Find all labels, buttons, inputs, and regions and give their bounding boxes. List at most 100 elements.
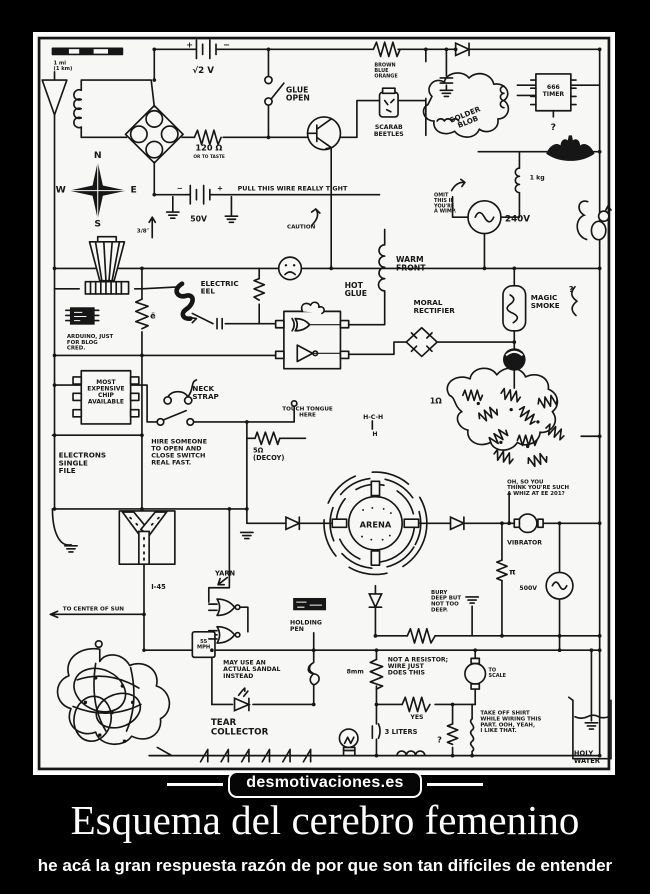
- inductor-icon: [436, 118, 460, 122]
- rectifier-icon: [405, 326, 438, 358]
- resistor-icon: [134, 298, 149, 330]
- arduino-icon: [65, 307, 100, 325]
- warm-front-icon: [377, 244, 386, 292]
- eel-icon: [174, 281, 198, 324]
- ribbon-line-left: [167, 782, 224, 786]
- diagram-label-center-sun: TO CENTER OF SUN: [63, 606, 125, 612]
- diagram-label-compass-e: E: [131, 185, 137, 196]
- resistor-icon: [495, 559, 508, 582]
- capacitor-icon: [216, 77, 454, 740]
- solder-blob-icon: [422, 72, 510, 138]
- diagram-label-compass-w: W: [56, 185, 66, 196]
- inductor-icon: [396, 750, 426, 757]
- resistor-icon: [193, 129, 222, 146]
- inductor-icon: [499, 85, 505, 109]
- junction-dots: [52, 47, 602, 758]
- resistor-mesh-icon: [446, 367, 565, 468]
- twisted-wire-icon: [469, 717, 475, 753]
- diagram-label-vibrator: VIBRATOR: [507, 540, 542, 547]
- switch-icon: [264, 75, 285, 106]
- diagram-label-r1: 1Ω: [430, 397, 442, 406]
- resistor-icon: [369, 658, 384, 690]
- arena-icon: [323, 471, 428, 576]
- inductor-icon: [73, 88, 83, 129]
- diagram-label-kg1: 1 kg: [530, 174, 545, 181]
- diagram-label-compass-s: S: [94, 218, 101, 229]
- compass-rose-icon: [68, 161, 127, 220]
- magic-smoke-icon: [502, 284, 527, 332]
- diagram-label-scale: 1 mi(1 km): [53, 61, 72, 73]
- resistor-icon: [372, 41, 401, 58]
- gate-chip-icon: [274, 301, 350, 370]
- diode-icon: [285, 41, 471, 610]
- scale-bar: [51, 47, 124, 56]
- ac-source-icon: [467, 200, 502, 235]
- knot-icon: [307, 661, 320, 686]
- diagram-label-compass-n: N: [94, 150, 102, 161]
- diagram-label-solder-blob: SOLDERBLOB: [448, 104, 485, 132]
- poster-title: Esquema del cerebro femenino: [70, 797, 580, 843]
- diagram-label-plus-50v: +: [217, 184, 223, 193]
- highway-interchange-icon: [118, 510, 176, 566]
- diagram-label-minus-50v: −: [177, 184, 183, 193]
- diagram-label-spacing: 3/8″: [137, 229, 150, 235]
- diode-row-icon: [199, 748, 312, 763]
- diagram-label-r120-sub: OR TO TASTE: [193, 154, 225, 160]
- neck-strap-icon: [163, 379, 198, 405]
- diagram-label-v500: 500V: [519, 585, 537, 592]
- timer-chip-icon: [529, 73, 577, 112]
- diagram-label-caution: CAUTION: [287, 224, 316, 230]
- components: [41, 39, 612, 763]
- diagram-label-methane-h: H: [372, 431, 377, 438]
- lightbulb-icon: [338, 728, 359, 757]
- watermark-ribbon: desmotivaciones.es: [0, 770, 650, 798]
- contact-icon: [290, 400, 298, 407]
- antenna-icon: [41, 71, 68, 116]
- battery-icon: [191, 39, 220, 60]
- squirrel-icon: [576, 200, 612, 241]
- resistor-icon: [401, 696, 431, 713]
- diagram-label-yes: YES: [409, 714, 423, 721]
- expensive-chip-icon: [72, 369, 140, 425]
- bomb-icon: [502, 348, 526, 371]
- diagram-label-r5-decoy: 5Ω(DECOY): [253, 447, 284, 462]
- resistor-icon: [253, 277, 266, 301]
- diagram-label-mm8: 8mm: [347, 669, 364, 676]
- bat-icon: [546, 135, 595, 161]
- watermark-text: desmotivaciones.es: [228, 770, 422, 798]
- stamp-icon: [293, 597, 327, 611]
- diagram-label-v240: 240V: [505, 214, 530, 224]
- diagram-label-v50: 50V: [190, 214, 207, 223]
- diagram-label-arena: ARENA: [360, 519, 392, 529]
- bridge-circles-icon: [124, 104, 184, 164]
- diagram-label-pull-wire: PULL THIS WIRE REALLY TIGHT: [238, 186, 348, 193]
- diagram-label-q-inductor: ?: [437, 734, 442, 744]
- wire-tangle-icon: [56, 639, 171, 745]
- ribbon-line-right: [426, 782, 483, 786]
- diagram-label-battery-minus: −: [223, 39, 230, 49]
